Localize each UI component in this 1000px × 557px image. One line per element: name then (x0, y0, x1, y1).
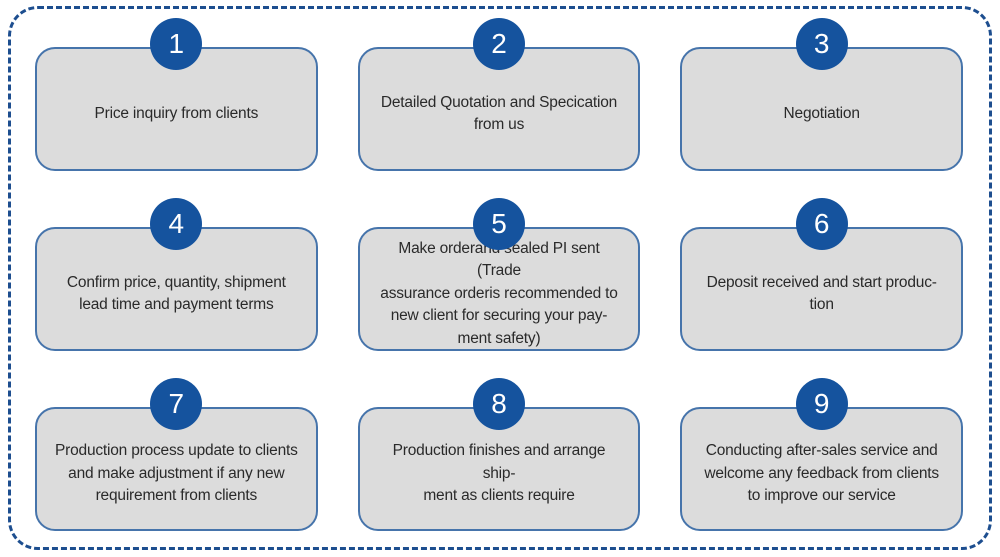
step-text: Conducting after-sales service and welco… (704, 442, 939, 505)
step-box: Negotiation (680, 47, 963, 171)
step-box: Confirm price, quantity, shipment lead t… (35, 227, 318, 351)
process-step-7: 7 Production process update to clients a… (35, 378, 318, 531)
process-step-1: 1 Price inquiry from clients (35, 18, 318, 171)
step-number-badge: 8 (472, 378, 525, 430)
step-number-badge: 4 (150, 198, 203, 250)
step-text: Negotiation (783, 104, 860, 122)
step-number-badge: 6 (795, 198, 848, 250)
process-step-3: 3 Negotiation (680, 18, 963, 171)
step-number-badge: 5 (472, 198, 525, 250)
process-step-8: 8 Production finishes and arrange ship- … (357, 378, 641, 531)
step-text: Detailed Quotation and Specication from … (380, 93, 618, 133)
step-number-badge: 9 (795, 378, 848, 430)
process-step-9: 9 Conducting after-sales service and wel… (680, 378, 963, 531)
step-text: Make orderand sealed PI sent (Trade assu… (380, 239, 618, 347)
step-text: Production finishes and arrange ship- me… (392, 442, 606, 505)
process-step-5: 5 Make orderand sealed PI sent (Trade as… (357, 198, 641, 351)
process-step-2: 2 Detailed Quotation and Specication fro… (357, 18, 641, 171)
process-grid: 1 Price inquiry from clients 2 Detailed … (35, 18, 963, 531)
step-text: Confirm price, quantity, shipment lead t… (66, 273, 286, 313)
step-box: Production process update to clients and… (35, 407, 318, 531)
step-text: Production process update to clients and… (55, 442, 298, 505)
step-number-badge: 1 (150, 18, 203, 70)
process-step-4: 4 Confirm price, quantity, shipment lead… (35, 198, 318, 351)
step-text: Price inquiry from clients (94, 104, 259, 122)
dashed-border-frame (8, 6, 992, 550)
step-text: Deposit received and start produc- tion (706, 273, 937, 313)
step-number-badge: 2 (472, 18, 525, 70)
step-number-badge: 3 (795, 18, 848, 70)
process-step-6: 6 Deposit received and start produc- tio… (680, 198, 963, 351)
step-number-badge: 7 (150, 378, 203, 430)
